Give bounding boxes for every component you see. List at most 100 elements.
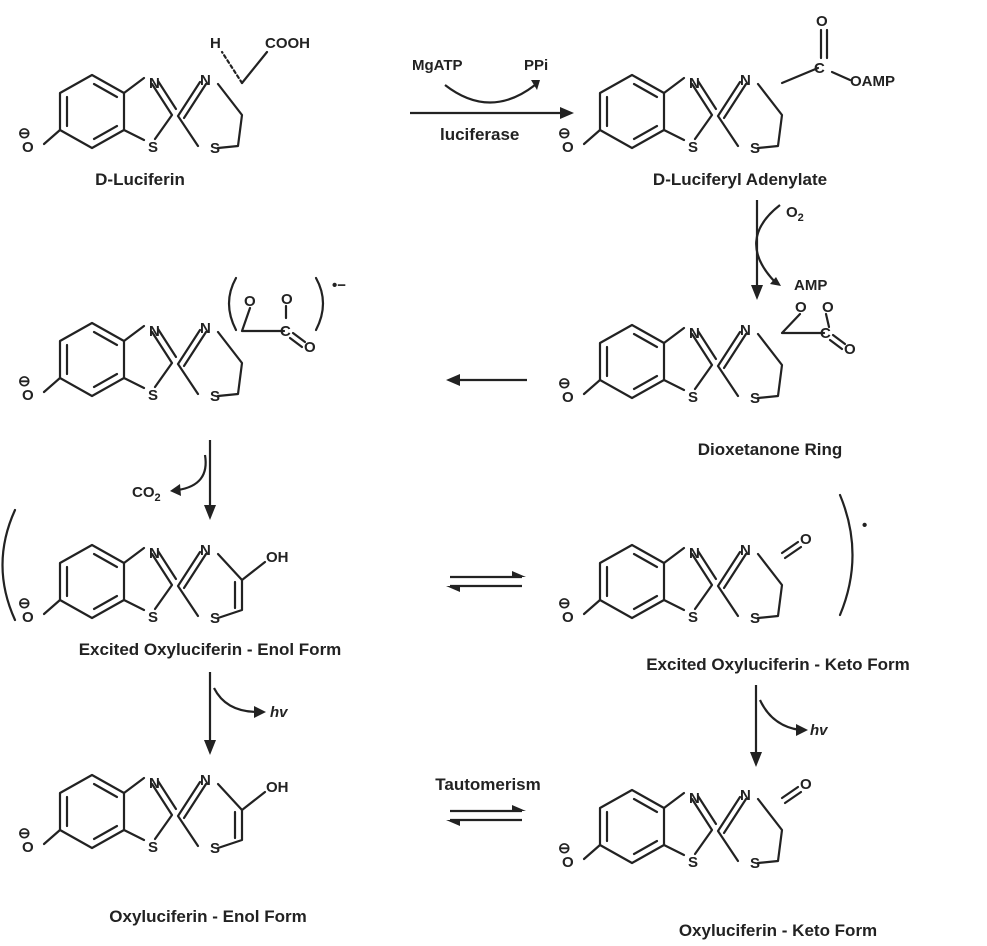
hv-emission: hv bbox=[810, 722, 829, 739]
cooh-group: COOH bbox=[265, 35, 310, 52]
oxygenation-arrow: O2 AMP bbox=[751, 200, 827, 300]
tautomerism-arrows: Tautomerism bbox=[435, 775, 541, 826]
keto-emission-arrow: hv bbox=[750, 685, 829, 767]
atom-s: S bbox=[688, 389, 698, 406]
atom-s: S bbox=[148, 839, 158, 856]
stereo-h: H bbox=[210, 35, 221, 52]
excited-equilibrium-arrows bbox=[446, 571, 526, 592]
minus-charge: ⊖ bbox=[18, 595, 31, 612]
dioxetanone-molecule: N S N S O ⊖ O O C O bbox=[558, 299, 856, 407]
luciferyl-adenylate-label: D-Luciferyl Adenylate bbox=[653, 170, 827, 189]
excited-keto-label: Excited Oxyluciferin - Keto Form bbox=[646, 655, 910, 674]
atom-s: S bbox=[210, 610, 220, 627]
d-luciferin-molecule: N S N S O ⊖ H COOH bbox=[18, 35, 310, 157]
atom-s: S bbox=[688, 139, 698, 156]
phenoxide-o: O bbox=[562, 139, 574, 156]
atom-n: N bbox=[740, 72, 751, 89]
enol-emission-arrow: hv bbox=[204, 672, 289, 755]
tautomerism-label: Tautomerism bbox=[435, 775, 541, 794]
phenoxide-o: O bbox=[562, 854, 574, 871]
ring-o: O bbox=[795, 299, 807, 316]
atom-n: N bbox=[689, 545, 700, 562]
minus-charge: ⊖ bbox=[558, 375, 571, 392]
ring-opening-arrow bbox=[446, 374, 527, 386]
minus-charge: ⊖ bbox=[558, 595, 571, 612]
luciferase-reaction-arrow: MgATP PPi luciferase bbox=[410, 57, 574, 144]
stereo-hash-bond bbox=[220, 50, 244, 85]
phenoxide-o: O bbox=[22, 609, 34, 626]
atom-n: N bbox=[200, 72, 211, 89]
atom-n: N bbox=[200, 320, 211, 337]
hydroxyl-group: OH bbox=[266, 779, 289, 796]
atom-s: S bbox=[148, 387, 158, 404]
carbonyl-c: C bbox=[814, 60, 825, 77]
luciferyl-adenylate-molecule: N S N S O ⊖ C O OAMP bbox=[558, 13, 895, 157]
ring-o: O bbox=[822, 299, 834, 316]
minus-charge: ⊖ bbox=[18, 125, 31, 142]
atom-s: S bbox=[210, 140, 220, 157]
right-paren bbox=[838, 493, 854, 617]
ring-c: C bbox=[820, 325, 831, 342]
excited-keto-molecule: N S N S O ⊖ O • bbox=[558, 493, 867, 627]
radical-dot: • bbox=[862, 517, 867, 534]
peroxy-o: O bbox=[244, 293, 256, 310]
ketone-o: O bbox=[800, 531, 812, 548]
o2-reagent: O2 bbox=[786, 204, 804, 224]
atom-n: N bbox=[149, 545, 160, 562]
atom-n: N bbox=[149, 323, 160, 340]
enol-molecule: N S N S O ⊖ OH bbox=[18, 772, 289, 857]
left-paren bbox=[1, 508, 17, 622]
co2-byproduct: CO2 bbox=[132, 484, 161, 504]
atom-s: S bbox=[148, 139, 158, 156]
keto-label: Oxyluciferin - Keto Form bbox=[679, 921, 877, 940]
phenoxide-o: O bbox=[562, 609, 574, 626]
hv-emission: hv bbox=[270, 704, 289, 721]
atom-s: S bbox=[750, 610, 760, 627]
carboxyl-c: C bbox=[280, 323, 291, 340]
ppi-byproduct: PPi bbox=[524, 57, 548, 74]
oamp-group: OAMP bbox=[850, 73, 895, 90]
atom-s: S bbox=[148, 609, 158, 626]
atom-n: N bbox=[740, 542, 751, 559]
carbonyl-o: O bbox=[816, 13, 828, 30]
ketone-o: O bbox=[800, 776, 812, 793]
atom-n: N bbox=[740, 787, 751, 804]
atom-n: N bbox=[689, 75, 700, 92]
minus-charge: ⊖ bbox=[18, 825, 31, 842]
atom-s: S bbox=[750, 390, 760, 407]
mgatp-reagent: MgATP bbox=[412, 57, 463, 74]
minus-charge: ⊖ bbox=[558, 125, 571, 142]
carbonyl-bond bbox=[780, 66, 820, 85]
right-paren bbox=[314, 276, 325, 332]
atom-s: S bbox=[210, 388, 220, 405]
amp-byproduct: AMP bbox=[794, 277, 827, 294]
carbonyl-o: O bbox=[844, 341, 856, 358]
atom-n: N bbox=[740, 322, 751, 339]
atom-n: N bbox=[149, 75, 160, 92]
atom-n: N bbox=[149, 775, 160, 792]
atom-s: S bbox=[750, 855, 760, 872]
atom-n: N bbox=[689, 325, 700, 342]
excited-enol-molecule: N S N S O ⊖ OH bbox=[1, 508, 289, 627]
carbonyl-o: O bbox=[304, 339, 316, 356]
minus-charge: ⊖ bbox=[558, 840, 571, 857]
atom-n: N bbox=[689, 790, 700, 807]
phenoxide-o: O bbox=[562, 389, 574, 406]
carboxyl-o: O bbox=[281, 291, 293, 308]
atom-s: S bbox=[210, 840, 220, 857]
atom-s: S bbox=[750, 140, 760, 157]
phenoxide-o: O bbox=[22, 387, 34, 404]
decarboxylation-arrow: CO2 bbox=[132, 440, 216, 520]
keto-molecule: N S N S O ⊖ O bbox=[558, 776, 812, 872]
phenoxide-o: O bbox=[22, 139, 34, 156]
atom-s: S bbox=[688, 854, 698, 871]
radical-intermediate-molecule: N S N S O ⊖ O C O O •− bbox=[18, 276, 346, 405]
phenoxide-o: O bbox=[22, 839, 34, 856]
atom-n: N bbox=[200, 772, 211, 789]
carboxyl-bond bbox=[240, 50, 269, 85]
dioxetanone-label: Dioxetanone Ring bbox=[698, 440, 843, 459]
radical-anion-charge: •− bbox=[332, 277, 346, 294]
hydroxyl-group: OH bbox=[266, 549, 289, 566]
d-luciferin-label: D-Luciferin bbox=[95, 170, 185, 189]
